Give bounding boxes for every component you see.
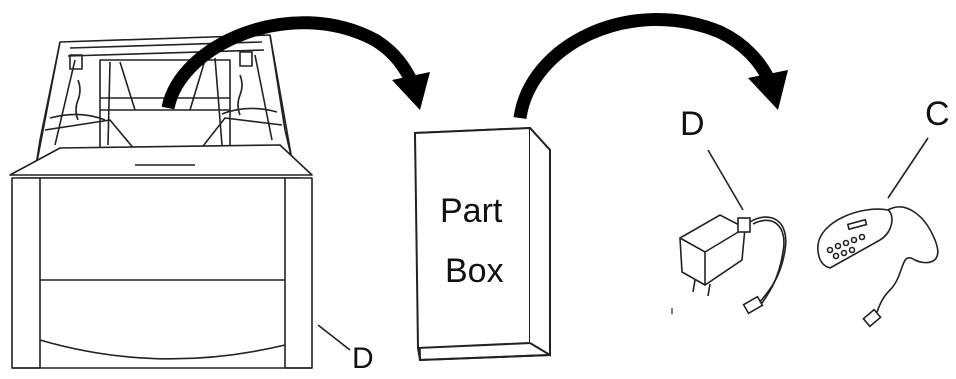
remote-callout-label: C: [925, 95, 950, 133]
handheld-remote-icon: [817, 206, 939, 328]
curved-arrow-icon: [161, 16, 430, 110]
remote-callout-line: [887, 137, 929, 199]
adapter-callout-line: [707, 149, 744, 211]
power-adapter-icon: [679, 214, 787, 315]
base-callout-label: D: [352, 342, 374, 375]
part-box-line2: Box: [445, 252, 504, 290]
adapter-callout-label: D: [680, 105, 705, 143]
curved-arrow-icon-2: [513, 13, 788, 120]
part-box-line1: Part: [440, 192, 503, 230]
part-box: [413, 126, 551, 362]
